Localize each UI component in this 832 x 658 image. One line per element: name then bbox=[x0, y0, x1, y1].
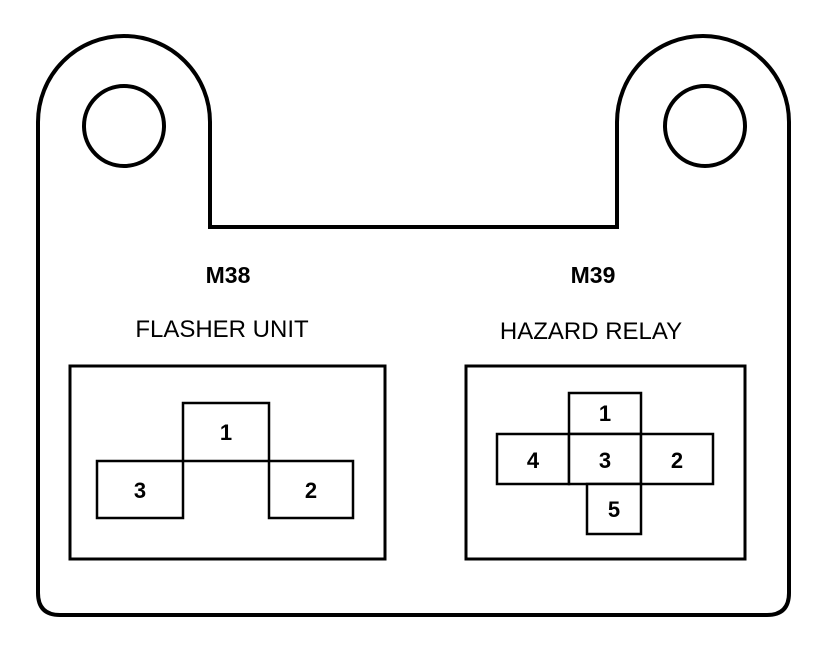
bracket-outline bbox=[36, 34, 791, 617]
pin-cell bbox=[267, 459, 355, 520]
pin-cell bbox=[585, 482, 643, 536]
connector-code: M38 bbox=[206, 262, 251, 288]
pin-number: 2 bbox=[671, 448, 683, 473]
pin-number: 4 bbox=[527, 448, 540, 473]
pin-number: 3 bbox=[599, 448, 611, 473]
connector-m38: M38 FLASHER UNIT 1 3 2 bbox=[68, 262, 387, 561]
pin-cell bbox=[95, 459, 185, 520]
pin-number: 5 bbox=[608, 497, 620, 522]
pin-number: 1 bbox=[220, 420, 232, 445]
pin-number: 3 bbox=[134, 478, 146, 503]
pin-cell bbox=[639, 432, 715, 486]
pin-number: 1 bbox=[599, 401, 611, 426]
connector-m39: M39 HAZARD RELAY 1 4 3 2 5 bbox=[464, 262, 747, 561]
pin-cell bbox=[181, 401, 271, 463]
pin-number: 2 bbox=[305, 478, 317, 503]
pin-cell bbox=[567, 391, 643, 436]
connector-code: M39 bbox=[571, 262, 616, 288]
connector-name: HAZARD RELAY bbox=[500, 318, 682, 345]
connector-name: FLASHER UNIT bbox=[135, 316, 309, 343]
mounting-hole-right bbox=[663, 84, 747, 168]
mounting-hole-left bbox=[82, 84, 166, 168]
